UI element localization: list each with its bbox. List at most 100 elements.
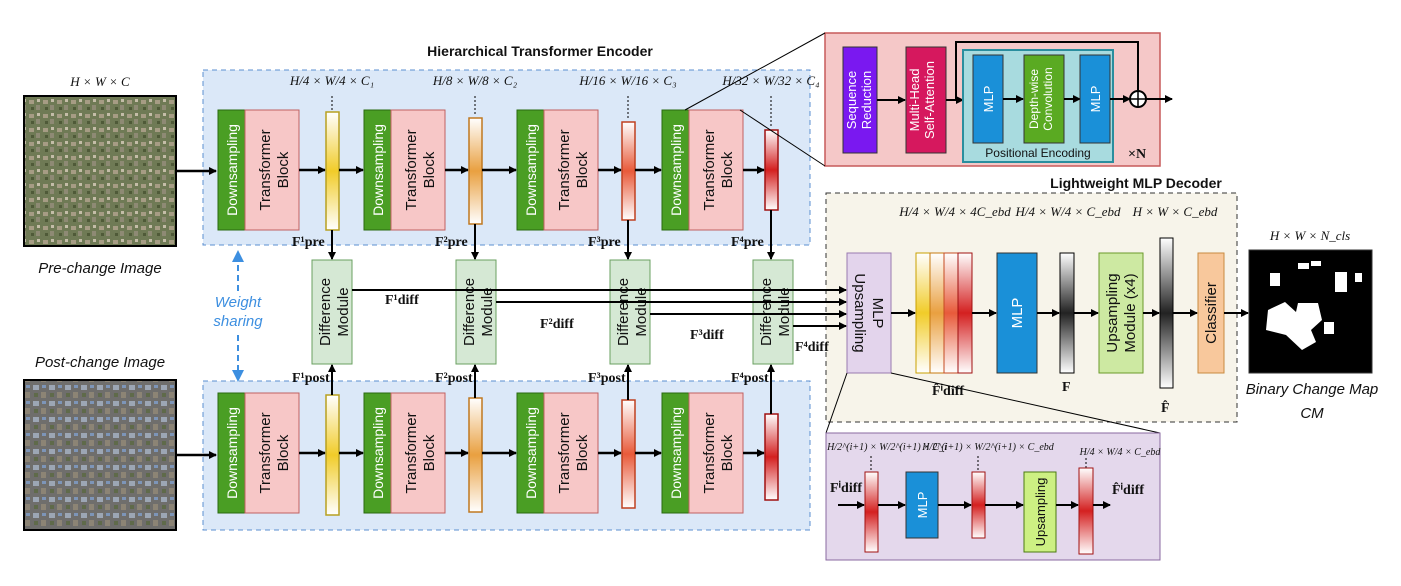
downsampling-label: Downsampling: [523, 407, 539, 499]
transformer-block: [543, 392, 599, 514]
feature-map: [764, 129, 779, 211]
downsampling-label: Downsampling: [668, 124, 684, 216]
f-feature: [1059, 252, 1075, 374]
mu-input-label: Fⁱdiff: [830, 480, 862, 496]
feature-map: [325, 111, 340, 231]
encoder-title: Hierarchical Transformer Encoder: [427, 43, 653, 59]
transformer-block: [688, 392, 744, 514]
downsampling-label: Downsampling: [224, 407, 240, 499]
decoder-title: Lightweight MLP Decoder: [1050, 175, 1222, 191]
mlp-upsampling-detail-panel: [825, 432, 1161, 561]
feature-map: [468, 397, 483, 513]
feature-label: F¹post: [292, 371, 330, 386]
feature-label: F²post: [435, 371, 473, 386]
difference-modules: DifferenceModule DifferenceModule Differen…: [311, 210, 794, 414]
mu-feature-mid: [971, 471, 986, 539]
diff-feature-label: F²diff: [540, 317, 574, 332]
stage-dim-label: H/8 × W/8 × C₂: [432, 73, 518, 88]
transformer-label: TransformerBlock: [257, 129, 292, 210]
mu-zoom-line-left: [825, 372, 848, 434]
concat-feature-2: [929, 252, 945, 374]
zoom-line-top: [684, 32, 826, 111]
feature-map: [468, 117, 483, 225]
input-dim-label: H × W × C: [69, 74, 130, 89]
dim-concat-label: H/4 × W/4 × 4C_ebd: [898, 204, 1011, 219]
depthwise-label: Depth-wiseConvolution: [1027, 67, 1055, 130]
mu-upsampling-block: [1023, 471, 1057, 553]
feature-map: [621, 399, 636, 509]
downsampling-label: Downsampling: [224, 124, 240, 216]
diff-feature-label: F⁴diff: [795, 340, 829, 355]
post-change-caption: Post-change Image: [35, 354, 165, 371]
transformer-label: TransformerBlock: [257, 412, 292, 493]
downsampling-label: Downsampling: [370, 407, 386, 499]
feature-label: F³post: [588, 371, 626, 386]
feature-label: F³pre: [588, 235, 621, 250]
f-hat-feature: [1159, 237, 1174, 389]
feature-map: [764, 413, 779, 501]
feature-label: F⁴pre: [731, 235, 764, 250]
difference-module-label: DifferenceModule: [615, 278, 650, 346]
mu-dim-in: H/2^(i+1) × W/2^(i+1) × C_i: [826, 442, 947, 453]
decoder-mlp-label: MLP: [1009, 298, 1026, 329]
transformer-block: [244, 392, 300, 514]
downsampling-block: [363, 109, 392, 231]
classifier-block: [1197, 252, 1225, 374]
feature-label: F⁴post: [731, 371, 769, 386]
weight-sharing-arrow-down: [232, 370, 244, 382]
difference-module-label: DifferenceModule: [461, 278, 496, 346]
transformer-label: TransformerBlock: [556, 412, 591, 493]
f-label: F: [1062, 380, 1071, 395]
weight-sharing-arrow-up: [232, 250, 244, 262]
detail-mlp-1-label: MLP: [981, 86, 996, 113]
downsampling-label: Downsampling: [370, 124, 386, 216]
downsampling-block: [661, 109, 690, 231]
detail-mlp-1: [972, 54, 1004, 144]
downsampling-label: Downsampling: [668, 407, 684, 499]
difference-module-label: DifferenceModule: [758, 278, 793, 346]
upsampling-module-block: [1098, 252, 1144, 374]
stage-dim-label: H/16 × W/16 × C₃: [578, 73, 676, 88]
weight-sharing-bg: [205, 292, 271, 332]
feature-map: [325, 394, 340, 516]
dim-full-label: H × W × C_ebd: [1132, 204, 1218, 219]
mu-output-label: F̂ⁱdiff: [1112, 481, 1144, 498]
positional-encoding-label: Positional Encoding: [985, 146, 1090, 160]
feature-label: F²pre: [435, 235, 468, 250]
diff-feature-label: F³diff: [690, 328, 724, 343]
self-attention-label: Multi-HeadSelf-Attention: [907, 61, 937, 139]
f-hat-diff-label: F̂ⁱdiff: [932, 382, 964, 399]
concat-feature-4: [957, 252, 973, 374]
feature-map: [621, 121, 636, 221]
concat-feature-1: [915, 252, 931, 374]
diff-feature-label: F¹diff: [385, 293, 419, 308]
transformer-label: TransformerBlock: [701, 129, 736, 210]
transformer-block: [688, 109, 744, 231]
depthwise-block: [1023, 54, 1065, 144]
stage-dim-label: H/4 × W/4 × C₁: [289, 73, 374, 88]
mu-mlp-label: MLP: [915, 492, 930, 519]
f-hat-label: F̂: [1161, 399, 1170, 416]
mlp-upsampling-block: [846, 252, 892, 374]
downsampling-label: Downsampling: [523, 124, 539, 216]
repeat-label: ×N: [1128, 147, 1146, 162]
transformer-label: TransformerBlock: [403, 129, 438, 210]
encoder-bottom-stages: Downsampling TransformerBlock F¹postDownsa…: [217, 371, 779, 516]
output-cm: CM: [1300, 405, 1324, 422]
residual-path: [955, 41, 1139, 100]
pre-change-image: [23, 95, 177, 247]
mu-dim-mid: H/2^(i+1) × W/2^(i+1) × C_ebd: [921, 442, 1055, 453]
downsampling-block: [661, 392, 690, 514]
detail-mlp-2-label: MLP: [1088, 86, 1103, 113]
mu-feature-out: [1078, 467, 1094, 555]
pre-change-caption: Pre-change Image: [38, 260, 161, 277]
output-caption: Binary Change Map: [1246, 381, 1379, 398]
downsampling-block: [217, 109, 246, 231]
difference-module: [609, 259, 651, 365]
transformer-label: TransformerBlock: [701, 412, 736, 493]
concat-feature-3: [943, 252, 959, 374]
